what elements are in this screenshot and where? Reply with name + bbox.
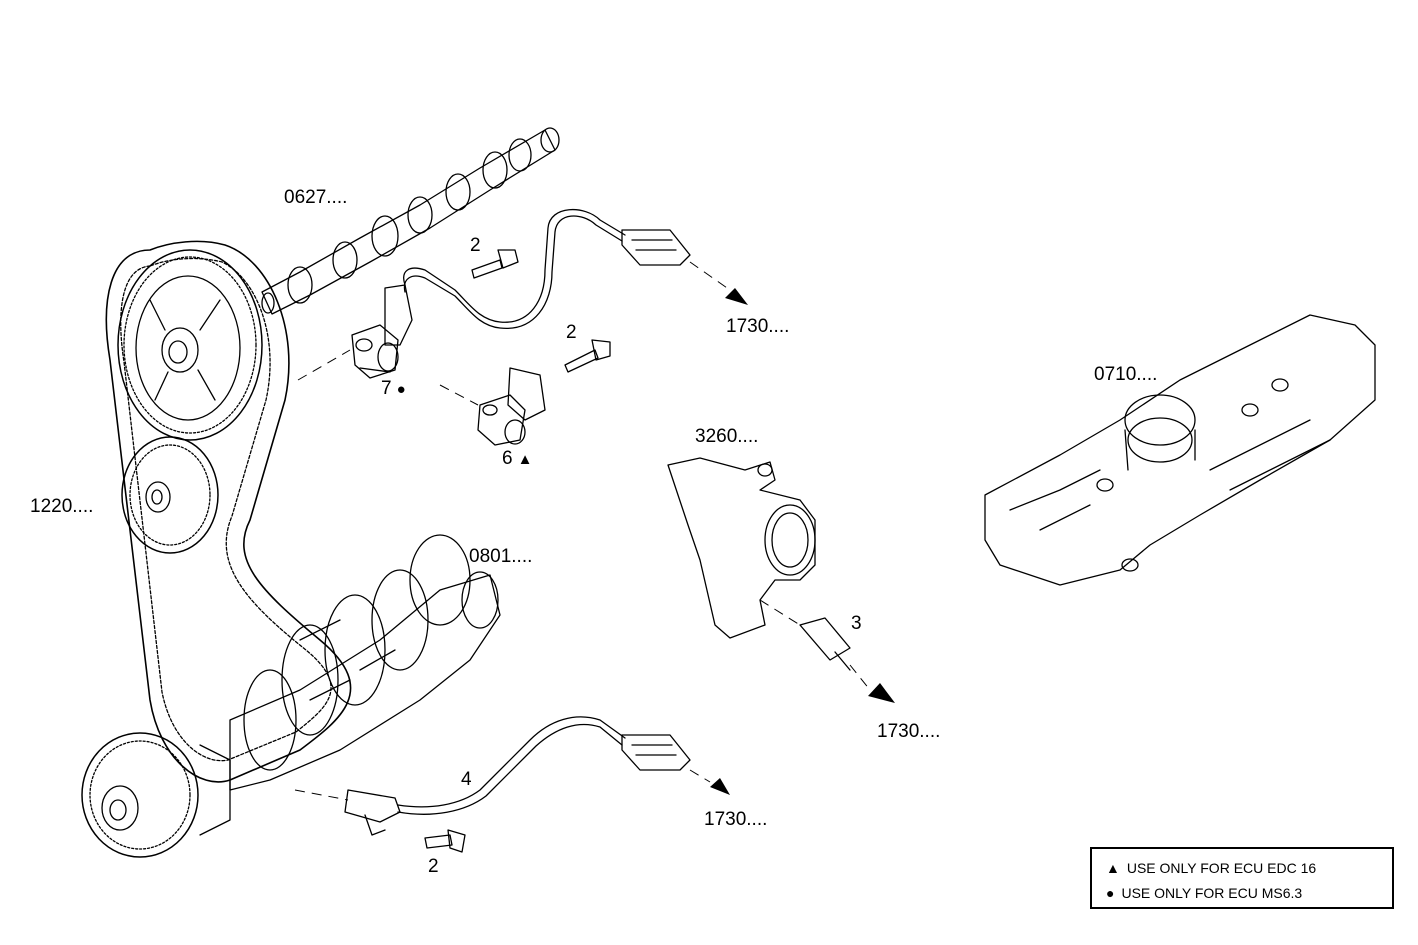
label-crankshaft[interactable]: 0801....: [469, 546, 533, 567]
legend-text-edc: USE ONLY FOR ECU EDC 16: [1126, 860, 1317, 876]
legend-row-ms: ● USE ONLY FOR ECU MS6.3: [1106, 885, 1302, 901]
label-bolt-upper[interactable]: 2: [470, 235, 481, 256]
label-timing-belt[interactable]: 1220....: [30, 496, 94, 517]
legend-row-edc: ▲ USE ONLY FOR ECU EDC 16: [1106, 860, 1316, 876]
crankshaft-pulley: [81, 732, 231, 858]
arrowheads: [710, 288, 895, 795]
label-thermostat[interactable]: 3260....: [695, 426, 759, 447]
crankshaft: [229, 534, 501, 791]
bolt-upper: [471, 249, 519, 279]
label-connector-temp[interactable]: 1730....: [877, 721, 941, 742]
crank-sensor-cable-inner: [397, 723, 623, 815]
cam-connector: [621, 229, 691, 266]
thermostat-housing: [667, 457, 816, 639]
crank-sensor: [344, 789, 401, 836]
label-bolt-middle[interactable]: 2: [566, 322, 577, 343]
label-cylinder-head-cover[interactable]: 0710....: [1094, 364, 1158, 385]
crank-connector: [621, 734, 691, 771]
leader-lines: [294, 261, 871, 801]
idler-pulley: [121, 436, 219, 554]
cam-sensor-edc: [477, 367, 546, 446]
label-bolt-lower[interactable]: 2: [428, 856, 439, 877]
cam-sensor-cable-inner: [403, 215, 623, 329]
legend-box: ▲ USE ONLY FOR ECU EDC 16 ● USE ONLY FOR…: [1090, 847, 1394, 909]
camshaft: [261, 127, 560, 315]
cam-sensor-ms-number: 7: [381, 378, 392, 399]
label-camshaft[interactable]: 0627....: [284, 187, 348, 208]
bolt-middle: [564, 339, 611, 373]
timing-belt: [105, 240, 352, 783]
cylinder-head-cover: [984, 314, 1376, 586]
label-cam-sensor-edc[interactable]: 6▲: [502, 449, 532, 470]
crank-sensor-cable: [397, 716, 626, 808]
circle-icon: ●: [396, 381, 406, 398]
label-connector-cam[interactable]: 1730....: [726, 316, 790, 337]
label-temp-sensor[interactable]: 3: [851, 613, 862, 634]
cam-sensor-cable: [403, 208, 626, 323]
label-connector-crank[interactable]: 1730....: [704, 809, 768, 830]
label-crank-sensor[interactable]: 4: [461, 769, 472, 790]
label-cam-sensor-ms[interactable]: 7●: [381, 379, 406, 400]
camshaft-pulley: [117, 249, 263, 441]
bolt-lower: [424, 829, 466, 853]
triangle-icon: ▲: [517, 451, 533, 468]
cam-sensor-edc-number: 6: [502, 448, 513, 469]
circle-icon: ●: [1106, 885, 1115, 901]
legend-text-ms: USE ONLY FOR ECU MS6.3: [1121, 885, 1303, 901]
cam-sensor-ms: [351, 284, 413, 379]
temperature-sensor: [799, 617, 851, 671]
triangle-icon: ▲: [1106, 860, 1120, 876]
